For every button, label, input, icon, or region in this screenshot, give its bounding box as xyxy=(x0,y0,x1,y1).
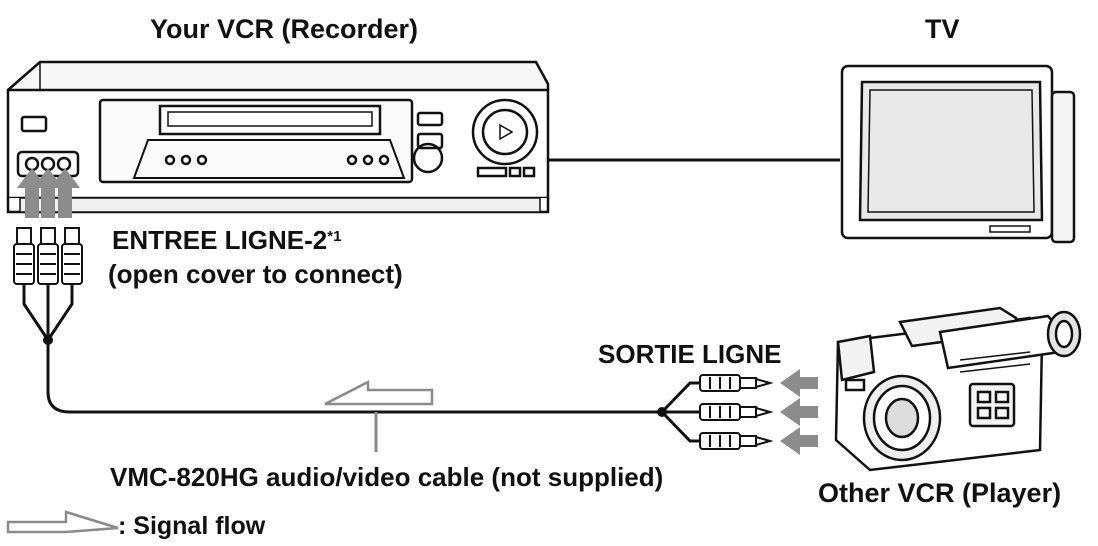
player-label: Other VCR (Player) xyxy=(818,478,1062,508)
rca-plugs-left xyxy=(13,227,83,285)
av-cable xyxy=(22,284,700,443)
signal-flow-arrow-icon xyxy=(324,379,434,406)
input-label-text: ENTREE LIGNE-2 xyxy=(112,225,328,255)
input-label: ENTREE LIGNE-2*1 xyxy=(112,225,341,256)
output-label: SORTIE LIGNE xyxy=(598,339,782,369)
cable-label: VMC-820HG audio/video cable (not supplie… xyxy=(110,462,664,492)
tv-icon xyxy=(840,64,1076,244)
input-hint: (open cover to connect) xyxy=(108,259,403,289)
rca-plugs-right xyxy=(699,374,774,450)
vcr-title: Your VCR (Recorder) xyxy=(150,14,419,44)
signal-arrows-input xyxy=(17,168,80,218)
tv-title: TV xyxy=(925,14,960,44)
input-note-mark: *1 xyxy=(327,228,342,245)
vcr-icon xyxy=(6,60,550,214)
cable-junction-right xyxy=(657,407,667,417)
cable-junction-left xyxy=(43,335,53,345)
signal-arrows-output xyxy=(780,369,818,455)
legend-text: : Signal flow xyxy=(118,512,266,540)
camcorder-icon xyxy=(834,306,1082,472)
legend-signal-arrow-icon xyxy=(6,510,119,534)
